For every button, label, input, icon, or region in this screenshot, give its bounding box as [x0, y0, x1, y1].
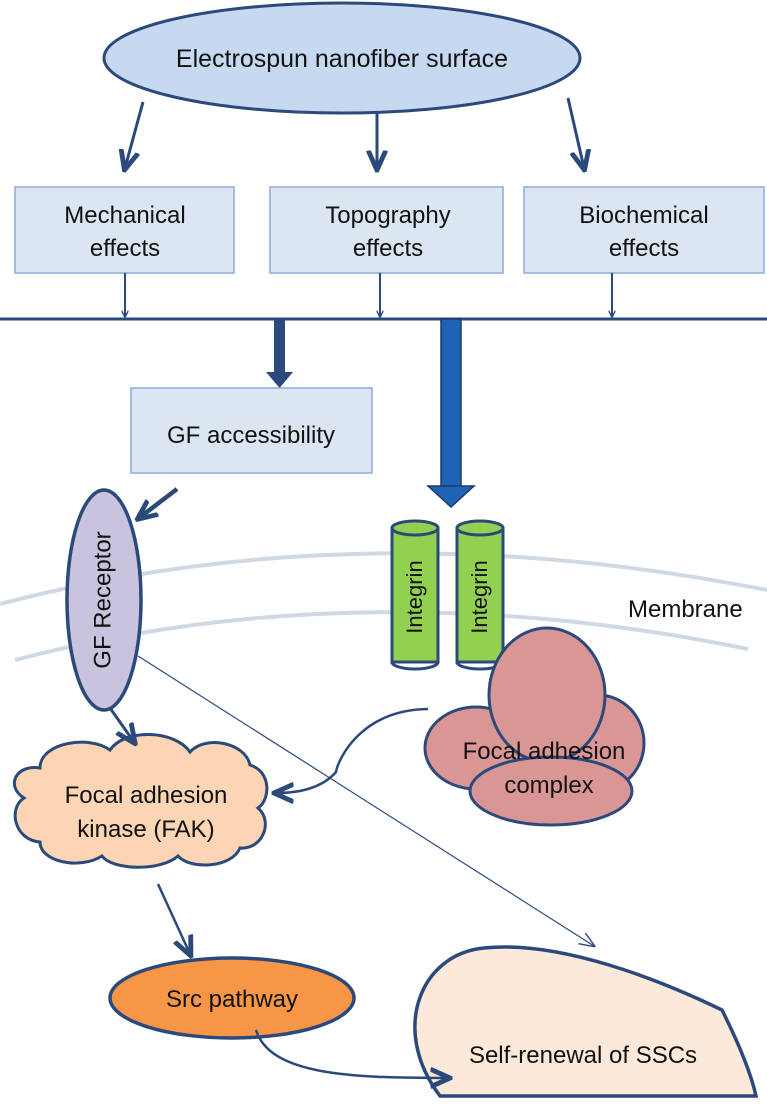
biochemical-label-line2: effects	[609, 235, 679, 262]
mechanical-effects-box	[14, 186, 235, 274]
membrane-label: Membrane	[628, 596, 743, 623]
source-node	[102, 1, 582, 115]
fac-label-line2: complex	[504, 772, 593, 799]
biochemical-label-line1: Biochemical	[579, 202, 708, 229]
thick-arrow-gf-shaft	[274, 319, 285, 373]
topography-effects-box	[269, 186, 504, 274]
arrow-source-to-biochemical	[566, 97, 584, 168]
integrin-2-label: Integrin	[467, 560, 492, 633]
topography-label-line2: effects	[353, 235, 423, 262]
biochemical-effects-box	[523, 186, 765, 274]
fak-node	[12, 733, 269, 869]
topography-label-line1: Topography	[325, 202, 450, 229]
arrow-source-to-mechanical	[125, 101, 145, 168]
thick-arrow-gf-head	[266, 372, 293, 388]
arrow-fak-to-src	[156, 883, 190, 954]
ssc-label: Self-renewal of SSCs	[469, 1042, 697, 1069]
ssc-node	[413, 945, 759, 1098]
arrow-src-to-ssc	[254, 1029, 448, 1078]
src-pathway-label: Src pathway	[166, 986, 298, 1013]
arrow-receptor-to-ssc	[137, 655, 594, 946]
gf-accessibility-label: GF accessibility	[167, 422, 335, 449]
fak-label-line2: kinase (FAK)	[77, 816, 214, 843]
thick-arrow-integrin-head	[426, 485, 476, 509]
gf-receptor-label: GF Receptor	[89, 531, 116, 668]
integrin-1	[390, 519, 440, 671]
arrow-receptor-to-fak	[108, 707, 134, 742]
source-label: Electrospun nanofiber surface	[176, 45, 508, 73]
mechanical-label-line1: Mechanical	[64, 202, 185, 229]
thick-arrow-integrin-shaft	[440, 318, 462, 490]
fak-label-line1: Focal adhesion	[65, 782, 228, 809]
gf-receptor-node	[65, 488, 143, 712]
gf-accessibility-box	[130, 387, 373, 474]
arrow-fac-to-fak	[276, 707, 429, 793]
focal-adhesion-complex-node	[423, 626, 646, 827]
integrin-1-label: Integrin	[402, 560, 427, 633]
src-pathway-node	[108, 956, 356, 1040]
fac-label-line1: Focal adhesion	[463, 738, 626, 765]
arrow-gf-to-receptor	[139, 487, 179, 518]
mechanical-label-line2: effects	[90, 235, 160, 262]
